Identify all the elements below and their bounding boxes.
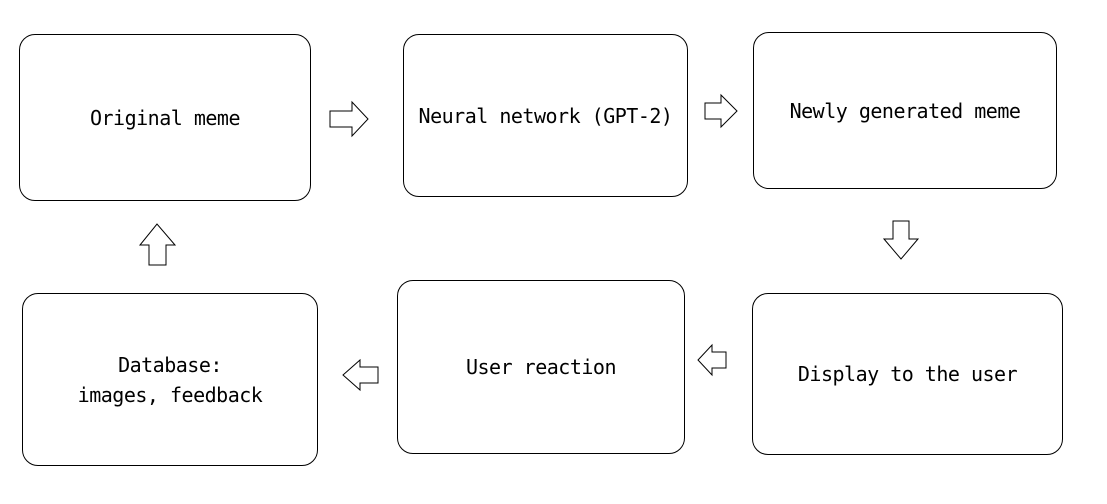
- arrow-right-icon: [329, 100, 369, 138]
- arrow-left-icon: [697, 343, 727, 377]
- node-neural-network-label: Neural network (GPT-2): [418, 103, 673, 128]
- node-neural-network: Neural network (GPT-2): [403, 34, 688, 197]
- arrow-down-icon: [882, 220, 920, 260]
- arrow-right-icon: [704, 93, 738, 129]
- node-user-reaction: User reaction: [397, 280, 685, 454]
- node-original-meme-label: Original meme: [89, 105, 241, 130]
- node-newly-generated-meme-label: Newly generated meme: [789, 98, 1021, 123]
- node-display-to-user-label: Display to the user: [797, 362, 1018, 386]
- arrow-up-icon: [138, 223, 177, 266]
- node-user-reaction-label: User reaction: [465, 355, 617, 379]
- node-database-label-line1: Database:: [118, 352, 222, 377]
- node-database: Database: images, feedback: [22, 293, 318, 466]
- node-display-to-user: Display to the user: [752, 293, 1063, 455]
- node-database-label-line2: images, feedback: [77, 382, 263, 407]
- arrow-left-icon: [342, 358, 379, 392]
- node-newly-generated-meme: Newly generated meme: [753, 32, 1057, 189]
- node-original-meme: Original meme: [19, 34, 311, 201]
